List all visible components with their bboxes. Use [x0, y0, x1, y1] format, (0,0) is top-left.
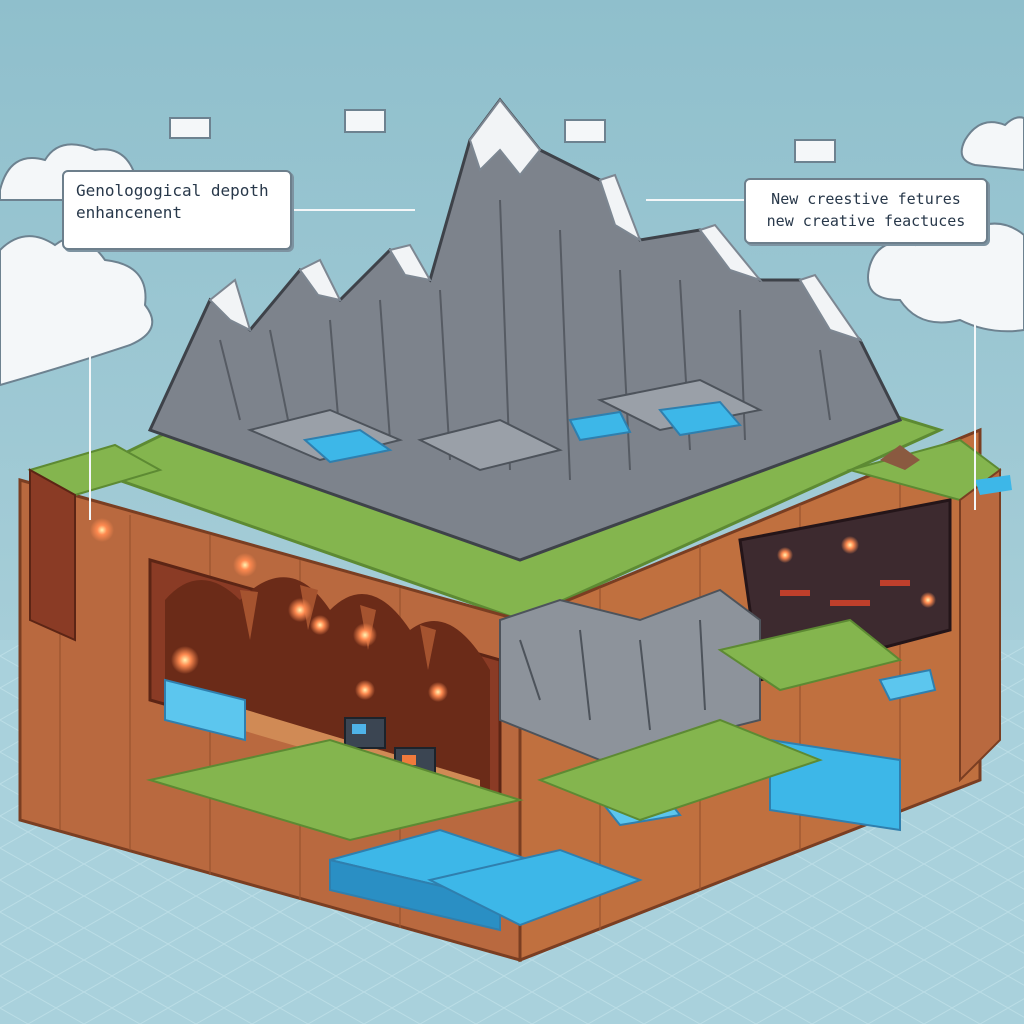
cloud-right-top — [960, 116, 1024, 172]
mountain-range — [147, 97, 903, 562]
right-ledge — [846, 438, 1012, 783]
rock-cliffs-mid — [499, 588, 761, 762]
callout-left-line1: Genologogical depoth — [76, 181, 269, 200]
callout-right-line2: new creative feactuces — [766, 212, 966, 230]
grass-ledges — [146, 618, 903, 842]
small-clouds — [169, 109, 836, 163]
cloud-left-bottom — [0, 235, 154, 387]
callout-left-line2: enhancenent — [76, 203, 182, 222]
left-ledge — [27, 443, 163, 642]
callout-left: Genologogical depoth enhancenent — [62, 170, 292, 250]
water-pools — [329, 668, 937, 932]
callout-right: New creestive fetures new creative feact… — [744, 178, 988, 244]
callout-right-line1: New creestive fetures — [771, 190, 961, 208]
callout-connectors — [89, 199, 976, 520]
